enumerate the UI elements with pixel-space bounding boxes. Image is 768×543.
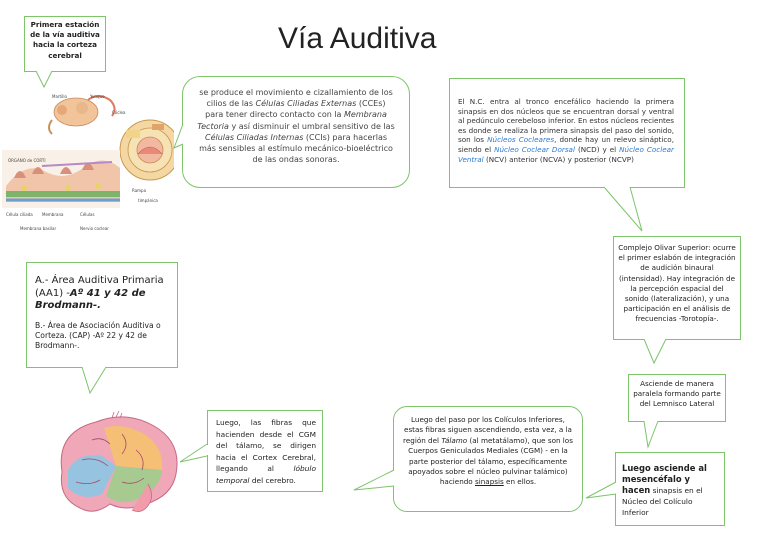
coliculos-text-1: Luego del paso por los Colículos Inferio… (403, 415, 572, 445)
coliculos-text-3: en ellos. (503, 477, 537, 487)
svg-text:timpánica: timpánica (138, 198, 158, 203)
nucleo-coclear-ventral-term: Núcleo Coclear Ventral (458, 144, 674, 164)
coliculos-box: Luego del paso por los Colículos Inferio… (393, 406, 583, 512)
nucleos-cocleares-box: El N.C. entra al tronco encefálico hacie… (449, 78, 685, 188)
nc-text-1: El N.C. entra al tronco encefálico hacie… (458, 97, 674, 145)
complejo-olivar-text: Complejo Olivar Superior: ocurre el prim… (618, 243, 736, 324)
celulas-text-3: y así disminuir el umbral sensitivo de l… (228, 121, 395, 131)
complejo-olivar-tail (643, 338, 667, 365)
celulas-text-1: se produce el movimiento e cizallamiento… (199, 88, 393, 109)
mesencefalo-box: Luego asciende al mesencéfalo y hacen si… (615, 452, 725, 526)
svg-text:Células: Células (80, 212, 95, 217)
celulas-text-4: (CCIs) para hacerlas más sensibles al es… (199, 132, 393, 165)
svg-text:Rampa: Rampa (132, 188, 147, 193)
area-a-bold: Aº 41 y 42 de Brodmann-. (35, 287, 146, 312)
svg-text:Yunque: Yunque (89, 94, 105, 99)
svg-text:ÓRGANO de CORTI: ÓRGANO de CORTI (8, 158, 46, 163)
coliculos-tail (353, 469, 395, 491)
nucleo-coclear-dorsal-term: Núcleo Coclear Dorsal (494, 144, 575, 154)
membrana-tectoria-term: Membrana Tectoria (197, 110, 387, 131)
luego-fibras-tail (179, 443, 208, 463)
mesencefalo-bold: Luego asciende al mesencéfalo y hacen (622, 463, 707, 495)
nucleos-cocleares-term: Núcleos Cocleares (487, 135, 555, 145)
lobulo-temporal-term: lóbulo temporal (216, 464, 316, 485)
area-auditiva-tail (81, 366, 107, 395)
primera-estacion-box: Primera estación de la vía auditiva haci… (24, 16, 106, 72)
cci-term: Células Ciliadas Internas (204, 132, 304, 142)
luego-fibras-box: Luego, las fibras que hacienden desde el… (207, 410, 323, 492)
lemnisco-lateral-box: Asciende de manera paralela formando par… (628, 374, 726, 422)
coliculos-text-2: (al metatálamo), que son los Cuerpos Gen… (408, 435, 573, 487)
complejo-olivar-box: Complejo Olivar Superior: ocurre el prim… (613, 236, 741, 340)
primera-estacion-text: Primera estación de la vía auditiva haci… (30, 20, 100, 60)
nc-text-4: (NCV) anterior (NCVA) y posterior (NCVP) (483, 154, 634, 164)
ear-cochlea-illustration: Martillo Yunque Cóclea ÓRGANO de CORTI C… (2, 90, 174, 242)
area-auditiva-primaria: A.- Área Auditiva Primaria (AA1) -Aº 41 … (35, 275, 171, 313)
svg-text:Membrana basilar: Membrana basilar (20, 226, 56, 231)
area-b-text: B.- Área de Asociación Auditiva o Cortez… (35, 320, 161, 351)
area-a-title: A.- Área Auditiva Primaria (AA1) - (35, 275, 164, 299)
cce-term: Células Ciliadas Externas (255, 99, 357, 109)
mesencefalo-tail (585, 481, 617, 499)
nucleos-cocleares-tail (603, 186, 643, 232)
svg-text:Nervio coclear: Nervio coclear (80, 226, 109, 231)
celulas-ciliadas-tail (173, 123, 184, 149)
celulas-text-2: (CCEs) para tener directo contacto con l… (205, 99, 386, 120)
lemnisco-text: Asciende de manera paralela formando par… (633, 379, 721, 408)
brain-illustration (60, 410, 178, 512)
area-auditiva-box: A.- Área Auditiva Primaria (AA1) -Aº 41 … (26, 262, 178, 368)
sinapsis-term: sinapsis (475, 477, 504, 487)
primera-estacion-tail (35, 70, 53, 89)
mesencefalo-text: sinapsis en el Núcleo del Colículo Infer… (622, 486, 703, 517)
svg-text:Martillo: Martillo (52, 94, 67, 99)
luego-text-1: Luego, las fibras que hacienden desde el… (216, 418, 316, 474)
lemnisco-lateral-tail (643, 420, 659, 449)
luego-text-2: del cerebro. (249, 475, 296, 485)
svg-text:Célula ciliada: Célula ciliada (6, 212, 33, 217)
svg-text:Membrana: Membrana (42, 212, 64, 217)
celulas-ciliadas-box: se produce el movimiento e cizallamiento… (182, 76, 410, 188)
nc-text-2: , donde hay un relevo sináptico, siendo … (458, 135, 674, 154)
svg-text:Cóclea: Cóclea (112, 110, 126, 115)
nc-text-3: (NCD) y el (574, 144, 620, 154)
page-title: Vía Auditiva (278, 22, 437, 55)
area-asociacion: B.- Área de Asociación Auditiva o Cortez… (35, 321, 171, 352)
talamo-term: Tálamo (441, 435, 468, 445)
